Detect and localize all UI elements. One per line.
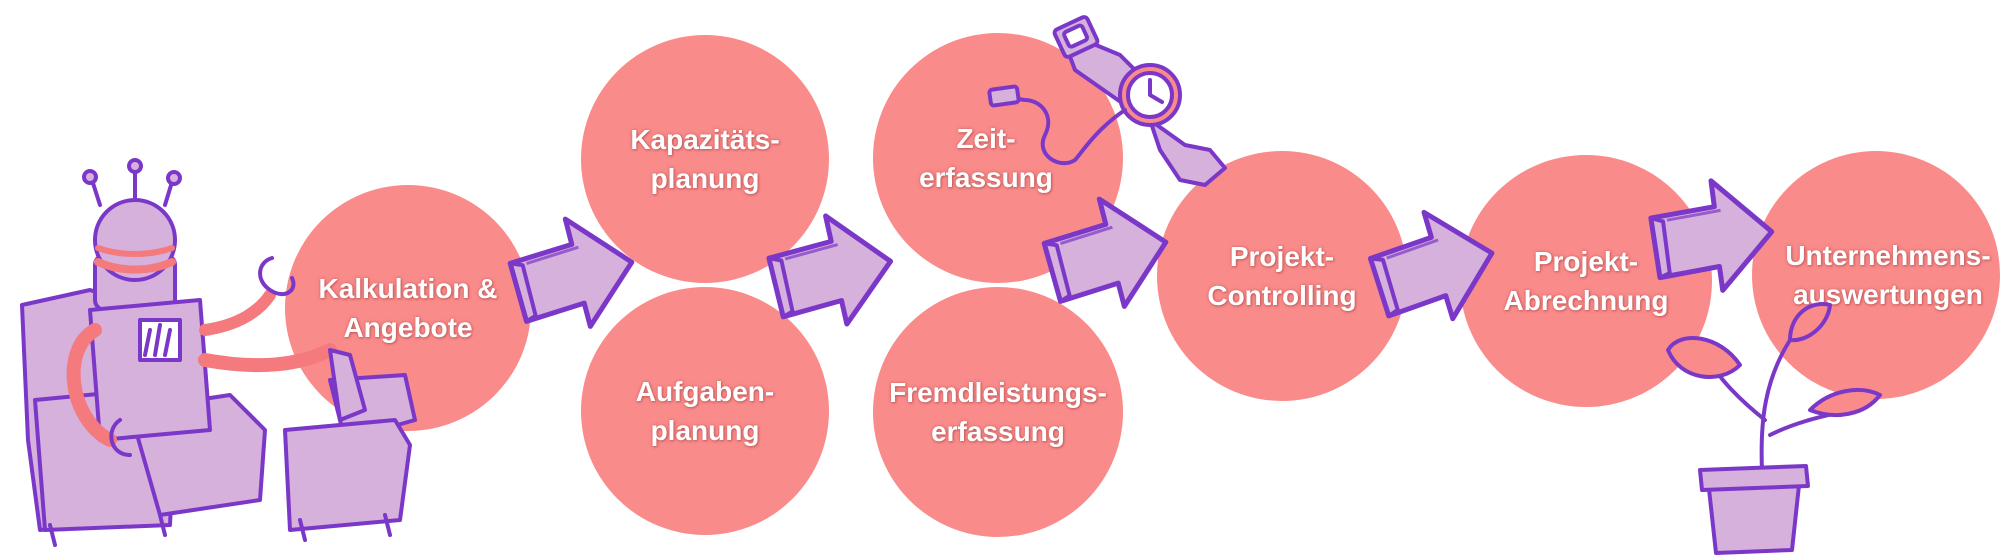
step-projekt-abrechnung: Projekt- Abrechnung [1460, 155, 1712, 407]
arrow-right-icon [504, 209, 641, 338]
arrow-right-icon [1363, 200, 1503, 333]
step-projekt-controlling: Projekt- Controlling [1157, 151, 1407, 401]
step-label: Aufgaben- planung [635, 375, 775, 446]
step-fremdleistungserfassung: Fremdleistungs- erfassung [873, 287, 1123, 537]
step-aufgabenplanung: Aufgaben- planung [581, 287, 829, 535]
potted-plant-icon [1666, 302, 1882, 555]
step-label: Kalkulation & Angebote [318, 272, 498, 343]
arrow-right-icon [1649, 178, 1775, 294]
wristwatch-with-cable-icon [987, 15, 1227, 187]
arrow-right-icon [764, 208, 898, 334]
robot-in-armchair-icon [20, 158, 417, 547]
step-label: Zeit- erfassung [919, 122, 1053, 193]
step-label: Fremdleistungs- erfassung [889, 376, 1107, 447]
step-label: Projekt- Controlling [1207, 240, 1357, 311]
step-unternehmensauswertungen: Unternehmens- auswertungen [1752, 151, 2000, 399]
step-label: Projekt- Abrechnung [1503, 245, 1669, 316]
arrow-right-icon [1038, 189, 1175, 318]
step-label: Kapazitäts- planung [630, 123, 780, 194]
step-label: Unternehmens- auswertungen [1785, 239, 1991, 310]
step-kapazitaetsplanung: Kapazitäts- planung [581, 35, 829, 283]
